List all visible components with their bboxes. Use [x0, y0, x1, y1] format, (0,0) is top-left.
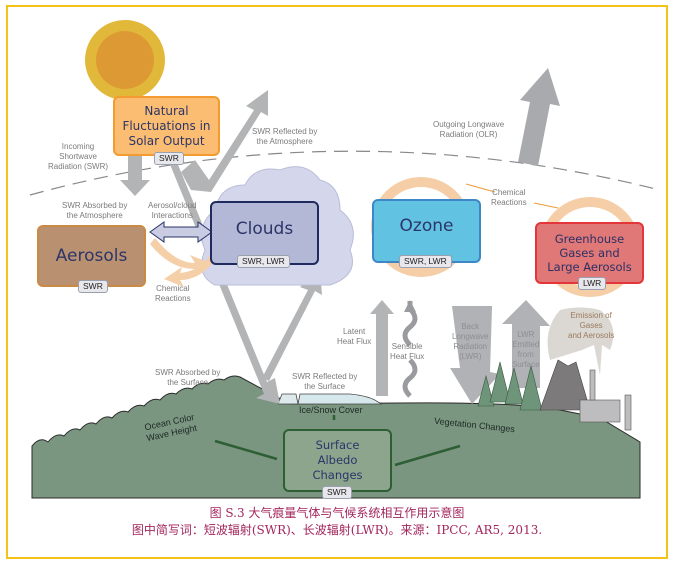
swr-reflected-surface-arrow — [262, 269, 322, 381]
ghg-line-1: Greenhouse — [554, 232, 625, 246]
label-line: the Atmosphere — [256, 137, 313, 146]
swr-reflected-atmosphere-arrow — [181, 90, 268, 192]
albedo-line-2: Albedo — [317, 453, 358, 467]
albedo-connectors — [214, 415, 461, 467]
aerosols-title: Aerosols — [55, 246, 128, 266]
ozone-box: Ozone — [372, 199, 481, 263]
label-line: from — [517, 350, 534, 359]
clouds-tag: SWR, LWR — [237, 255, 290, 268]
back-lwr-label: Back Longwave Radiation (LWR) — [452, 322, 488, 362]
clouds-title: Clouds — [235, 219, 294, 239]
chem-right-label: Chemical Reactions — [491, 188, 527, 208]
swr-reflected-surface-label: SWR Reflected by the Surface — [292, 372, 357, 392]
label-line: Reactions — [491, 198, 527, 207]
atmosphere-boundary — [29, 150, 661, 196]
ghg-tag: LWR — [578, 277, 607, 290]
label-line: Emitted — [512, 340, 540, 349]
chem-left-label: Chemical Reactions — [155, 284, 191, 304]
ghg-line-2: Gases and — [559, 246, 620, 260]
caption-line-2: 图中简写词：短波辐射(SWR)、长波辐射(LWR)。来源：IPCC, AR5, … — [131, 523, 543, 537]
solar-tag: SWR — [154, 152, 184, 165]
label-line: SWR Reflected by — [252, 127, 318, 136]
label-line: Back — [461, 322, 480, 331]
sensible-heat-arrow — [402, 301, 418, 398]
olr-arrow — [518, 68, 560, 166]
albedo-line-3: Changes — [312, 468, 363, 482]
sensible-label: Sensible Heat Flux — [390, 342, 424, 362]
aerosol-cloud-double-arrow — [149, 221, 213, 243]
swr-reflected-atm-label: SWR Reflected by the Atmosphere — [252, 127, 317, 147]
label-line: Sensible — [391, 342, 423, 351]
label-line: the Surface — [167, 378, 209, 387]
solar-line-1: Natural — [144, 103, 189, 118]
label-line: Radiation (OLR) — [439, 130, 498, 139]
ghg-line-3: Large Aerosols — [547, 260, 632, 274]
albedo-tag: SWR — [322, 486, 352, 499]
solar-line-3: Solar Output — [128, 133, 205, 148]
ice-snow-cover — [277, 393, 299, 405]
emission-label: Emission of Gases and Aerosols — [568, 311, 614, 341]
label-line: Heat Flux — [390, 352, 425, 361]
solar-line-2: Fluctuations in — [122, 118, 211, 133]
swr-absorbed-surface-arrow — [150, 150, 280, 404]
label-line: SWR Absorbed by — [62, 201, 128, 210]
albedo-line-1: Surface — [315, 438, 360, 452]
label-line: and Aerosols — [568, 331, 615, 340]
swr-absorbed-surface-label: SWR Absorbed by the Surface — [155, 368, 220, 388]
label-line: Shortwave — [59, 152, 97, 161]
chem-arrow-left — [150, 238, 210, 275]
incoming-swr-arrow — [120, 150, 150, 196]
label-line: Incoming — [61, 142, 95, 151]
latent-label: Latent Heat Flux — [337, 327, 371, 347]
label-line: SWR Absorbed by — [155, 368, 221, 377]
swr-absorbed-atm-label: SWR Absorbed by the Atmosphere — [62, 201, 127, 221]
label-line: Latent — [342, 327, 366, 336]
aerosol-cloud-label: Aerosol/cloud Interactions — [148, 201, 196, 221]
label-line: Surface — [512, 360, 540, 369]
label-line: Longwave — [452, 332, 489, 341]
lwr-emitted-label: LWR Emitted from Surface — [512, 330, 540, 370]
emission-plume — [547, 307, 614, 375]
chem-arrow-clouds — [164, 255, 215, 287]
ozone-tag: SWR, LWR — [399, 255, 452, 268]
label-line: the Atmosphere — [66, 211, 123, 220]
aerosols-tag: SWR — [78, 280, 108, 293]
label-line: Emission of — [570, 311, 612, 320]
label-line: Interactions — [151, 211, 193, 220]
label-line: Reactions — [155, 294, 191, 303]
aerosols-box: Aerosols — [37, 225, 146, 287]
incoming-swr-label: Incoming Shortwave Radiation (SWR) — [48, 142, 108, 172]
radiation-arrows — [120, 68, 560, 404]
label-line: SWR Reflected by — [292, 372, 358, 381]
label-line: (LWR) — [458, 352, 482, 361]
trees-icon — [477, 361, 543, 411]
label-line: LWR — [517, 330, 535, 339]
label-line: the Surface — [304, 382, 346, 391]
label-line: Heat Flux — [337, 337, 372, 346]
solar-output-box: Natural Fluctuations in Solar Output — [113, 96, 220, 156]
label-line: Aerosol/cloud — [148, 201, 197, 210]
label-line: Radiation (SWR) — [48, 162, 109, 171]
ozone-title: Ozone — [399, 216, 454, 236]
label-line: Gases — [579, 321, 603, 330]
latent-heat-arrow — [370, 300, 394, 396]
label-line: Radiation — [453, 342, 488, 351]
lwr-emitted-arrow — [502, 300, 550, 388]
olr-label: Outgoing Longwave Radiation (OLR) — [433, 120, 504, 140]
factory-icon — [579, 369, 632, 431]
back-lwr-arrow — [450, 306, 500, 404]
ice-snow-label: Ice/Snow Cover — [299, 405, 363, 415]
label-line: Chemical — [156, 284, 190, 293]
caption-line-1: 图 S.3 大气痕量气体与气候系统相互作用示意图 — [209, 506, 465, 520]
ghg-box: Greenhouse Gases and Large Aerosols — [535, 222, 644, 284]
label-line: Outgoing Longwave — [433, 120, 505, 129]
label-line: Chemical — [492, 188, 526, 197]
sun-icon — [85, 20, 165, 100]
surface-albedo-box: Surface Albedo Changes — [283, 429, 392, 492]
